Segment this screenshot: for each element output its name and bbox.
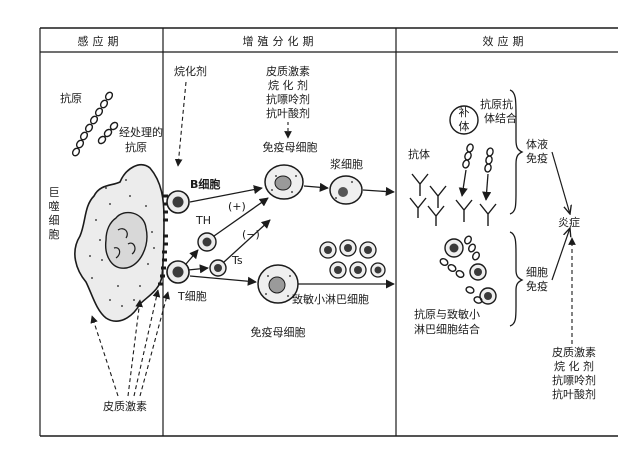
drug-list-top: 皮质激素 烷 化 剂 抗嘌呤剂 抗叶酸剂 [266, 64, 310, 120]
immunoblast-top-cell [264, 164, 304, 200]
arrow-plasma-to-effector [362, 186, 395, 197]
label-ag-ab-2: 体结合 [484, 111, 517, 125]
arrow-t-to-immunoblast [189, 275, 257, 286]
label-humoral-2: 免疫 [526, 151, 548, 165]
svg-text:抗嘌呤剂: 抗嘌呤剂 [266, 92, 310, 106]
label-b-cell: B细胞 [190, 177, 220, 191]
complement-circle: 补 体 [449, 105, 479, 135]
svg-text:抗叶酸剂: 抗叶酸剂 [552, 387, 596, 401]
header-sensitization: 感应期 [78, 34, 123, 48]
macrophage-nucleus [105, 211, 148, 269]
lymphocyte [370, 262, 386, 278]
antibody-molecules [409, 173, 447, 226]
arrow-alkylating-to-b [174, 81, 187, 167]
antigen-chain-2 [97, 121, 119, 145]
arrow-th-to-b [213, 197, 269, 237]
label-humoral-1: 体液 [526, 137, 548, 151]
svg-text:细: 细 [49, 214, 60, 227]
label-ag-lymph-1: 抗原与致敏小 [414, 307, 480, 321]
immunoblast-bottom-cell [257, 264, 299, 304]
label-immunoblast-top: 免疫母细胞 [263, 140, 318, 154]
label-plus: (+) [228, 200, 246, 213]
header-proliferation: 增殖分化期 [243, 34, 318, 48]
svg-text:烷 化 剂: 烷 化 剂 [554, 359, 594, 373]
label-minus: (−) [242, 228, 260, 241]
label-sensitized-lymphocyte: 致敏小淋巴细胞 [292, 292, 369, 306]
lymphocyte [359, 241, 377, 259]
svg-text:巨: 巨 [49, 186, 60, 199]
label-ag-ab-1: 抗原抗 [480, 97, 513, 111]
arrow-b-to-immunoblast [189, 185, 263, 203]
svg-text:补: 补 [459, 106, 470, 119]
sensitized-lymphocytes [319, 239, 386, 279]
svg-text:胞: 胞 [49, 228, 60, 241]
svg-text:噬: 噬 [49, 199, 60, 213]
inflammation-arrows [551, 151, 570, 281]
svg-text:皮质激素: 皮质激素 [266, 64, 310, 78]
label-corticosteroid-bottom: 皮质激素 [103, 399, 147, 413]
ts-cell [209, 259, 227, 277]
lymphocyte [339, 239, 357, 257]
label-t-cell: T细胞 [177, 290, 207, 303]
svg-text:体: 体 [459, 119, 470, 133]
macrophage-receptors [158, 194, 168, 286]
label-antibody: 抗体 [408, 147, 430, 161]
brace-cellular [509, 231, 524, 327]
brace-humoral [509, 89, 524, 215]
label-alkylating-agent-top: 烷化剂 [174, 64, 207, 78]
label-processed-antigen-1: 经处理的 [119, 125, 163, 139]
label-immunoblast-bottom: 免疫母细胞 [251, 325, 306, 339]
antigen-chain [71, 91, 114, 157]
bound-antibodies [455, 199, 497, 226]
arrow-t-to-th [185, 249, 199, 265]
lymphocyte [319, 241, 337, 259]
arrow-t-to-ts [187, 264, 209, 274]
macrophage-label: 巨 噬 细 胞 [49, 186, 60, 241]
th-cell [197, 232, 217, 252]
label-ag-lymph-2: 淋巴细胞结合 [414, 322, 480, 336]
antigen-lymphocyte-binding [439, 235, 497, 305]
svg-text:抗叶酸剂: 抗叶酸剂 [266, 106, 310, 120]
arrow-immunoblast-to-plasma [303, 182, 329, 192]
lymphocyte [349, 261, 367, 279]
label-antigen: 抗原 [60, 91, 82, 105]
svg-text:皮质激素: 皮质激素 [552, 345, 596, 359]
proliferation-arrows [185, 182, 395, 289]
label-cellular-1: 细胞 [526, 266, 548, 279]
ag-ab-arrows [458, 169, 492, 201]
svg-text:抗嘌呤剂: 抗嘌呤剂 [552, 373, 596, 387]
label-inflammation: 炎症 [558, 215, 580, 229]
header-effector: 效应期 [483, 34, 528, 48]
label-plasma-cell: 浆细胞 [330, 157, 363, 171]
b-cell [166, 190, 190, 214]
plasma-cell [329, 175, 363, 205]
label-th: TH [195, 214, 211, 227]
label-processed-antigen-2: 抗原 [125, 140, 147, 154]
t-cell [166, 260, 190, 284]
macrophage-stipple [89, 179, 155, 307]
svg-text:烷 化 剂: 烷 化 剂 [268, 78, 308, 92]
arrow-ts-to-b [223, 219, 271, 263]
label-ts: Ts [231, 254, 243, 267]
label-cellular-2: 免疫 [526, 279, 548, 293]
ag-ab-complex [462, 143, 494, 173]
lymphocyte [329, 261, 347, 279]
drug-list-right: 皮质激素 烷 化 剂 抗嘌呤剂 抗叶酸剂 [552, 345, 596, 401]
corticosteroid-arrows [90, 289, 170, 397]
